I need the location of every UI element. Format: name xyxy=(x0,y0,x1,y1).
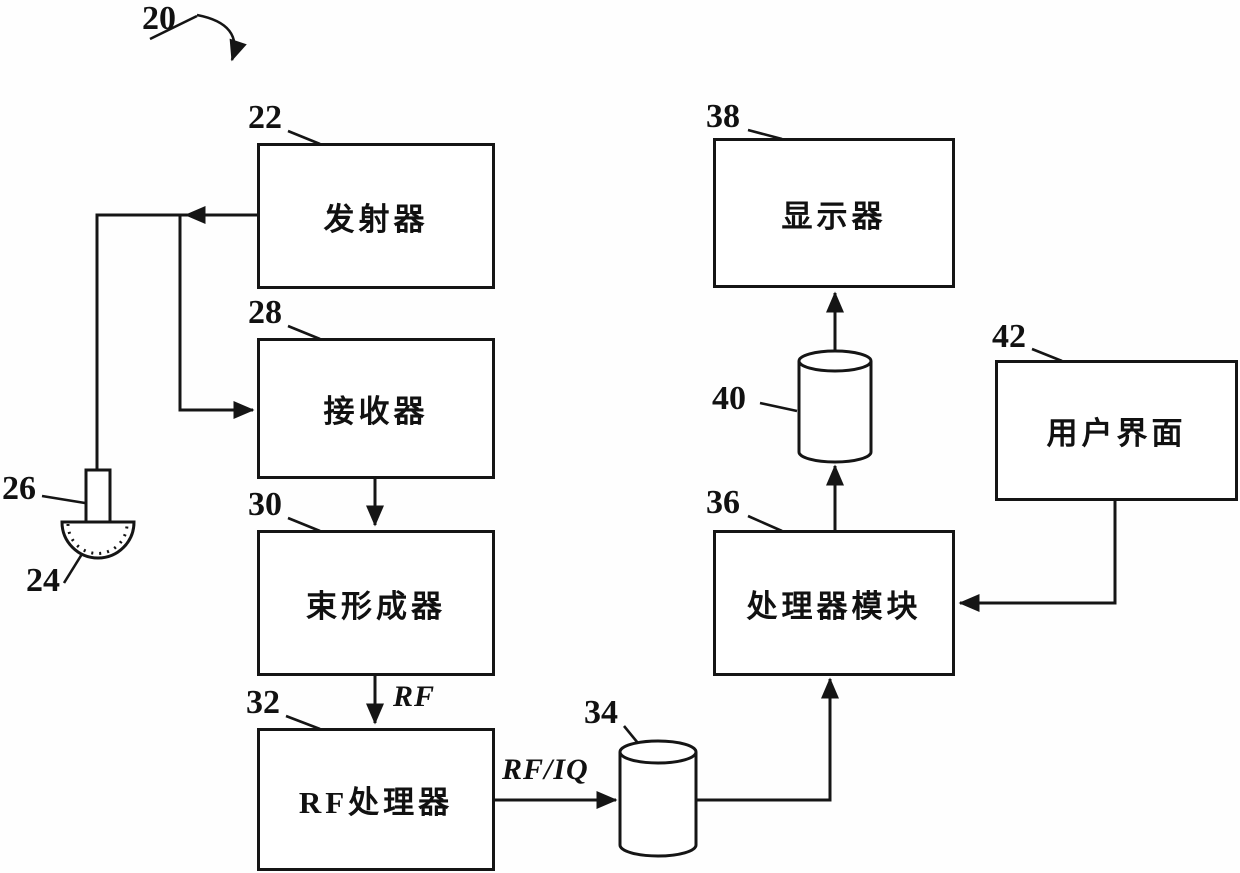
ref-32: 32 xyxy=(246,684,280,721)
display-label: 显示器 xyxy=(781,198,887,234)
ref-42: 42 xyxy=(992,318,1026,355)
receiver-box: 接收器 xyxy=(257,338,495,479)
beamformer-label: 束形成器 xyxy=(306,588,446,624)
ref20-underline xyxy=(149,14,198,41)
ref-20: 20 xyxy=(142,0,176,37)
processor-module-label: 处理器模块 xyxy=(746,588,922,624)
transducer-to-receiver-arrow xyxy=(178,215,255,419)
ref-34: 34 xyxy=(584,694,618,731)
user-interface-label: 用户界面 xyxy=(1046,416,1187,451)
ref-24: 24 xyxy=(26,562,60,599)
ref42-leader xyxy=(1031,347,1063,363)
buffer-to-processor-arrow xyxy=(696,677,839,802)
ref20-curved-arrow xyxy=(196,13,247,62)
rf-processor-box: RF处理器 xyxy=(257,728,495,871)
ref22-leader xyxy=(287,129,321,146)
display-box: 显示器 xyxy=(713,138,955,288)
ref40-leader xyxy=(759,401,798,413)
ref36-leader xyxy=(747,514,783,533)
receiver-label: 接收器 xyxy=(323,394,429,429)
ref28-leader xyxy=(287,324,321,341)
ref38-leader xyxy=(747,128,783,141)
rf-signal-label: RF xyxy=(393,680,436,713)
ref-26: 26 xyxy=(2,470,36,507)
ref24-leader xyxy=(62,553,84,584)
ref30-leader xyxy=(287,516,321,533)
rf-iq-signal-label: RF/IQ xyxy=(502,753,589,786)
userinterface-to-processor-arrow xyxy=(958,500,1117,612)
rf-processor-label: RF处理器 xyxy=(298,785,454,820)
ref-28: 28 xyxy=(248,294,282,331)
processor-module-box: 处理器模块 xyxy=(713,530,955,676)
transducer-probe xyxy=(60,468,136,560)
ref26-leader xyxy=(41,494,86,505)
memory-cylinder-40 xyxy=(797,349,873,464)
ref-22: 22 xyxy=(248,99,282,136)
transmitter-label: 发射器 xyxy=(323,201,429,237)
user-interface-box: 用户界面 xyxy=(995,360,1238,501)
ref-36: 36 xyxy=(706,484,740,521)
ref-30: 30 xyxy=(248,486,282,523)
buffer-cylinder-34 xyxy=(618,739,698,858)
ref-38: 38 xyxy=(706,98,740,135)
transmitter-box: 发射器 xyxy=(257,143,495,289)
transmitter-to-transducer-line xyxy=(95,213,257,470)
beamformer-box: 束形成器 xyxy=(257,530,495,676)
ref-40: 40 xyxy=(712,380,746,417)
ref32-leader xyxy=(285,714,321,731)
